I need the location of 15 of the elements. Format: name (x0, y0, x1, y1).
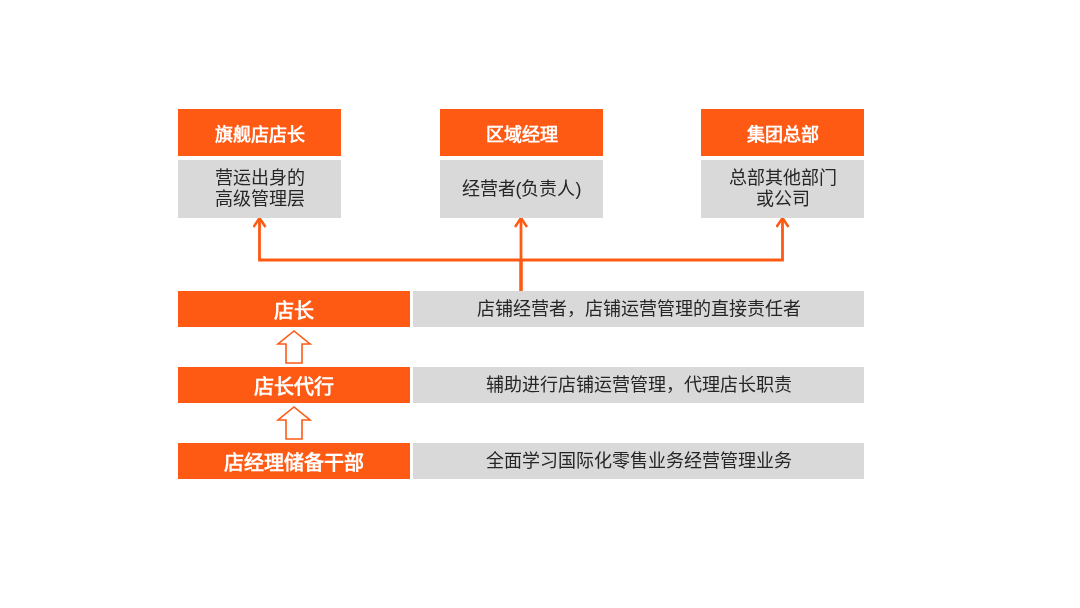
arrow (519, 216, 790, 291)
description-panel: 店铺经营者，店铺运营管理的直接责任者 (413, 291, 864, 327)
description-panel: 总部其他部门或公司 (701, 160, 864, 218)
title-bar: 店长代行 (178, 367, 410, 403)
title-bar: 集团总部 (701, 109, 864, 156)
title-bar: 旗舰店店长 (178, 109, 341, 156)
description-panel: 全面学习国际化零售业务经营管理业务 (413, 443, 864, 479)
hollow-arrow (275, 405, 313, 440)
title-bar: 区域经理 (440, 109, 603, 156)
description-panel: 经营者(负责人) (440, 160, 603, 218)
description-panel: 辅助进行店铺运营管理，代理店长职责 (413, 367, 864, 403)
hollow-arrow (275, 329, 313, 364)
title-bar: 店长 (178, 291, 410, 327)
description-panel: 营运出身的高级管理层 (178, 160, 341, 218)
title-bar: 店经理储备干部 (178, 443, 410, 479)
